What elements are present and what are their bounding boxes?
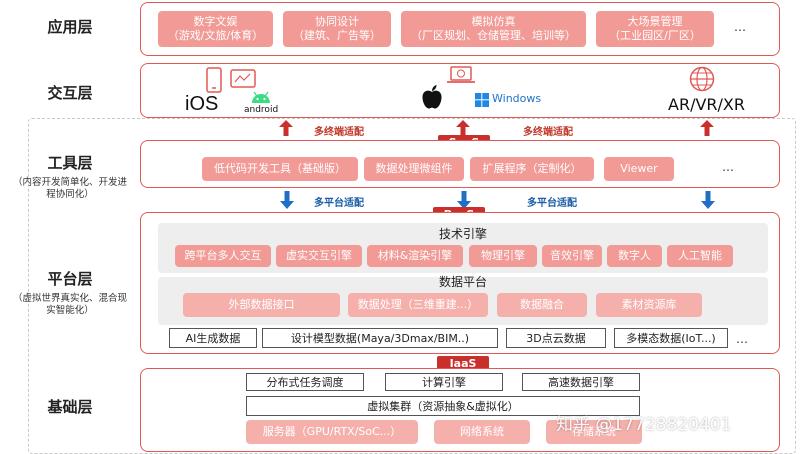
app-item-title: 数字文娱 — [193, 15, 238, 28]
adapter-label: 多平台适配 — [527, 198, 577, 209]
data-tool-item: 数据处理（三维重建...） — [348, 293, 488, 317]
engine-item: 人工智能 — [667, 245, 733, 267]
windows-icon — [475, 92, 489, 107]
app-item-subtitle: （厂区规划、仓储管理、培训等） — [411, 29, 576, 42]
engine-item: 跨平台多人交互 — [175, 245, 271, 267]
data-type-item: AI生成数据 — [169, 328, 257, 348]
app-item: 大场景管理 （工业园区/厂区） — [596, 11, 714, 47]
data-type-item: 多模态数据(IoT...) — [614, 328, 728, 348]
phone-icon — [206, 67, 222, 93]
up-arrow-icon — [279, 120, 293, 136]
app-item: 协同设计 （建筑、广告等） — [283, 11, 391, 47]
app-item: 模拟仿真 （厂区规划、仓储管理、培训等） — [401, 11, 586, 47]
app-item-title: 模拟仿真 — [471, 15, 516, 28]
layer-label-tools: 工具层 （内容开发简单化、开发进程协同化） — [10, 152, 130, 201]
layer-title: 交互层 — [47, 84, 93, 102]
engine-item: 材料&渲染引擎 — [367, 245, 463, 267]
virtual-cluster: 虚拟集群（资源抽象&虚拟化） — [246, 396, 640, 416]
android-label: android — [244, 105, 279, 115]
engine-item: 物理引擎 — [469, 245, 537, 267]
data-tool-item: 素材资源库 — [596, 293, 702, 317]
app-item-subtitle: （工业园区/厂区） — [609, 29, 701, 42]
data-platform-title: 数据平台 — [438, 275, 487, 289]
layer-title: 平台层 — [47, 270, 93, 288]
data-tool-item: 外部数据接口 — [183, 293, 340, 317]
down-arrow-icon — [701, 191, 715, 209]
laptop-icon — [446, 66, 476, 84]
app-item: 数字文娱 （游戏/文旅/体育） — [158, 11, 273, 47]
android-icon — [250, 89, 272, 103]
up-arrow-icon — [456, 120, 470, 136]
interaction-band — [140, 63, 780, 118]
layer-title: 基础层 — [47, 398, 93, 416]
infra-hardware-item: 服务器（GPU/RTX/SoC...） — [246, 420, 418, 444]
tool-item: 数据处理微组件 — [364, 157, 464, 181]
tool-item: 低代码开发工具（基础版） — [202, 157, 358, 181]
layer-title: 工具层 — [47, 154, 93, 172]
layer-label-platform: 平台层 （虚拟世界真实化、混合现实智能化） — [10, 268, 130, 317]
tablet-icon — [230, 69, 256, 89]
tools-more: … — [722, 160, 734, 174]
engine-item: 虚实交互引擎 — [276, 245, 362, 267]
windows-label: Windows — [492, 92, 542, 105]
xr-label: AR/VR/XR — [668, 95, 745, 114]
globe-icon — [689, 66, 715, 92]
adapter-label: 多终端适配 — [314, 127, 364, 138]
watermark: 知乎 @17728820401 — [556, 415, 732, 435]
layer-subtitle: （内容开发简单化、开发进程协同化） — [12, 177, 127, 200]
infra-item: 分布式任务调度 — [246, 373, 364, 391]
down-arrow-icon — [280, 191, 294, 209]
data-type-item: 设计模型数据(Maya/3Dmax/BIM..) — [262, 328, 498, 348]
app-item-title: 协同设计 — [315, 15, 359, 28]
ios-label: iOS — [185, 93, 219, 115]
infra-hardware-item: 存储系统 — [546, 420, 642, 444]
down-arrow-icon — [457, 191, 471, 209]
apple-icon — [421, 84, 443, 110]
layer-subtitle: （虚拟世界真实化、混合现实智能化） — [12, 293, 127, 316]
layer-label-application: 应用层 — [10, 16, 130, 37]
layer-title: 应用层 — [47, 18, 93, 36]
app-item-subtitle: （建筑、广告等） — [293, 29, 381, 42]
engine-item: 数字人 — [607, 245, 662, 267]
adapter-label: 多平台适配 — [314, 198, 364, 209]
infra-item: 计算引擎 — [385, 373, 503, 391]
data-type-item: 3D点云数据 — [506, 328, 606, 348]
tool-item: Viewer — [604, 157, 674, 181]
up-arrow-icon — [700, 120, 714, 136]
adapter-label: 多终端适配 — [523, 127, 573, 138]
infra-hardware-item: 网络系统 — [434, 420, 530, 444]
layer-label-infrastructure: 基础层 — [10, 396, 130, 417]
app-item-subtitle: （游戏/文旅/体育） — [167, 29, 264, 42]
data-tool-item: 数据融合 — [497, 293, 587, 317]
engine-item: 音效引擎 — [542, 245, 602, 267]
tool-item: 扩展程序（定制化） — [470, 157, 594, 181]
app-item-title: 大场景管理 — [627, 15, 683, 28]
app-more: … — [734, 20, 746, 34]
layer-label-interaction: 交互层 — [10, 82, 130, 103]
tech-engine-title: 技术引擎 — [438, 227, 487, 241]
platform-more: … — [736, 332, 748, 346]
infra-item: 高速数据引擎 — [522, 373, 640, 391]
